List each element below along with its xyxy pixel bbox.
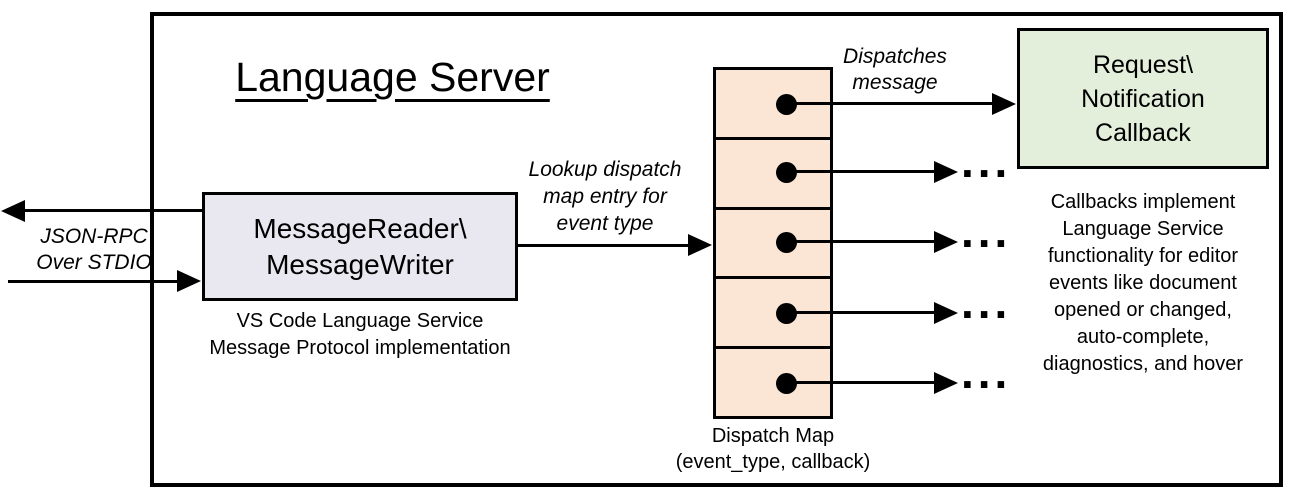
entry-dot [776,94,797,115]
dispatch-map-cell [716,210,830,280]
dispatch-map-cell [716,140,830,210]
request-notification-callback-box: Request\ Notification Callback [1017,28,1269,169]
dispatch-map [713,67,833,419]
dispatch-arrow-5-line [787,381,937,384]
json-rpc-label: JSON-RPC Over STDIO [36,225,152,274]
dispatch-arrow-3-head-icon [934,231,958,253]
entry-dot [776,373,797,394]
stdio-out-arrowhead-icon [1,200,25,222]
stdio-out-arrow-line [22,209,202,212]
stdio-in-arrowhead-icon [177,270,201,292]
dispatch-arrow-3-line [787,240,937,243]
entry-dot [776,232,797,253]
ellipsis: ... [961,135,1012,187]
request-notification-callback-label: Request\ Notification Callback [1081,50,1205,147]
dispatch-arrow-1-head-icon [992,93,1016,115]
dispatches-label: Dispatches message [843,45,947,94]
dispatch-arrow-1-line [787,102,994,105]
ellipsis: ... [961,205,1012,257]
message-reader-writer-label: MessageReader\ MessageWriter [253,212,467,280]
callbacks-caption: Callbacks implement Language Service fun… [1042,191,1244,375]
dispatch-map-caption: Dispatch Map (event_type, callback) [675,425,871,473]
reader-caption: VS Code Language Service Message Protoco… [209,310,511,359]
stdio-in-arrow-line [8,280,178,283]
lookup-label: Lookup dispatch map entry for event type [528,158,682,235]
dispatch-arrow-2-line [787,170,937,173]
dispatch-map-cell [716,70,830,140]
ellipsis: ... [961,346,1012,398]
language-server-boundary [150,12,1283,487]
entry-dot [776,303,797,324]
dispatch-arrow-2-head-icon [934,161,958,183]
dispatch-arrow-5-head-icon [934,372,958,394]
lookup-arrowhead-icon [688,234,712,256]
message-reader-writer-box: MessageReader\ MessageWriter [202,192,518,301]
ellipsis: ... [961,276,1012,328]
dispatch-arrow-4-head-icon [934,302,958,324]
diagram-title: Language Server [235,54,550,100]
lookup-arrow-line [517,244,689,247]
entry-dot [776,162,797,183]
dispatch-map-cell [716,279,830,350]
dispatch-arrow-4-line [787,311,937,314]
